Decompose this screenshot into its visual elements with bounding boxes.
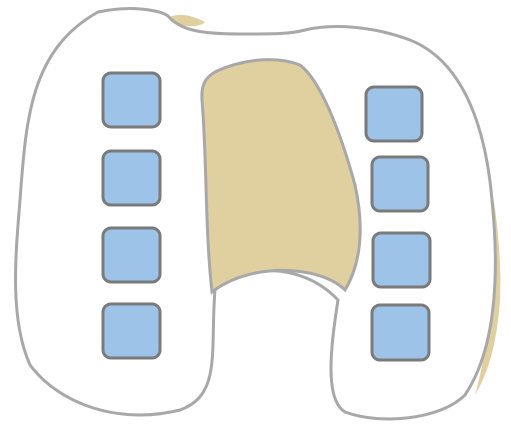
tile-left-1[interactable] [103,73,160,127]
tile-right-3[interactable] [373,233,430,287]
tile-left-3[interactable] [103,228,160,282]
tile-right-1[interactable] [366,87,422,141]
tile-right-2[interactable] [372,157,428,211]
tile-left-4[interactable] [103,304,160,358]
tile-left-2[interactable] [103,151,160,205]
tile-right-4[interactable] [372,305,429,360]
